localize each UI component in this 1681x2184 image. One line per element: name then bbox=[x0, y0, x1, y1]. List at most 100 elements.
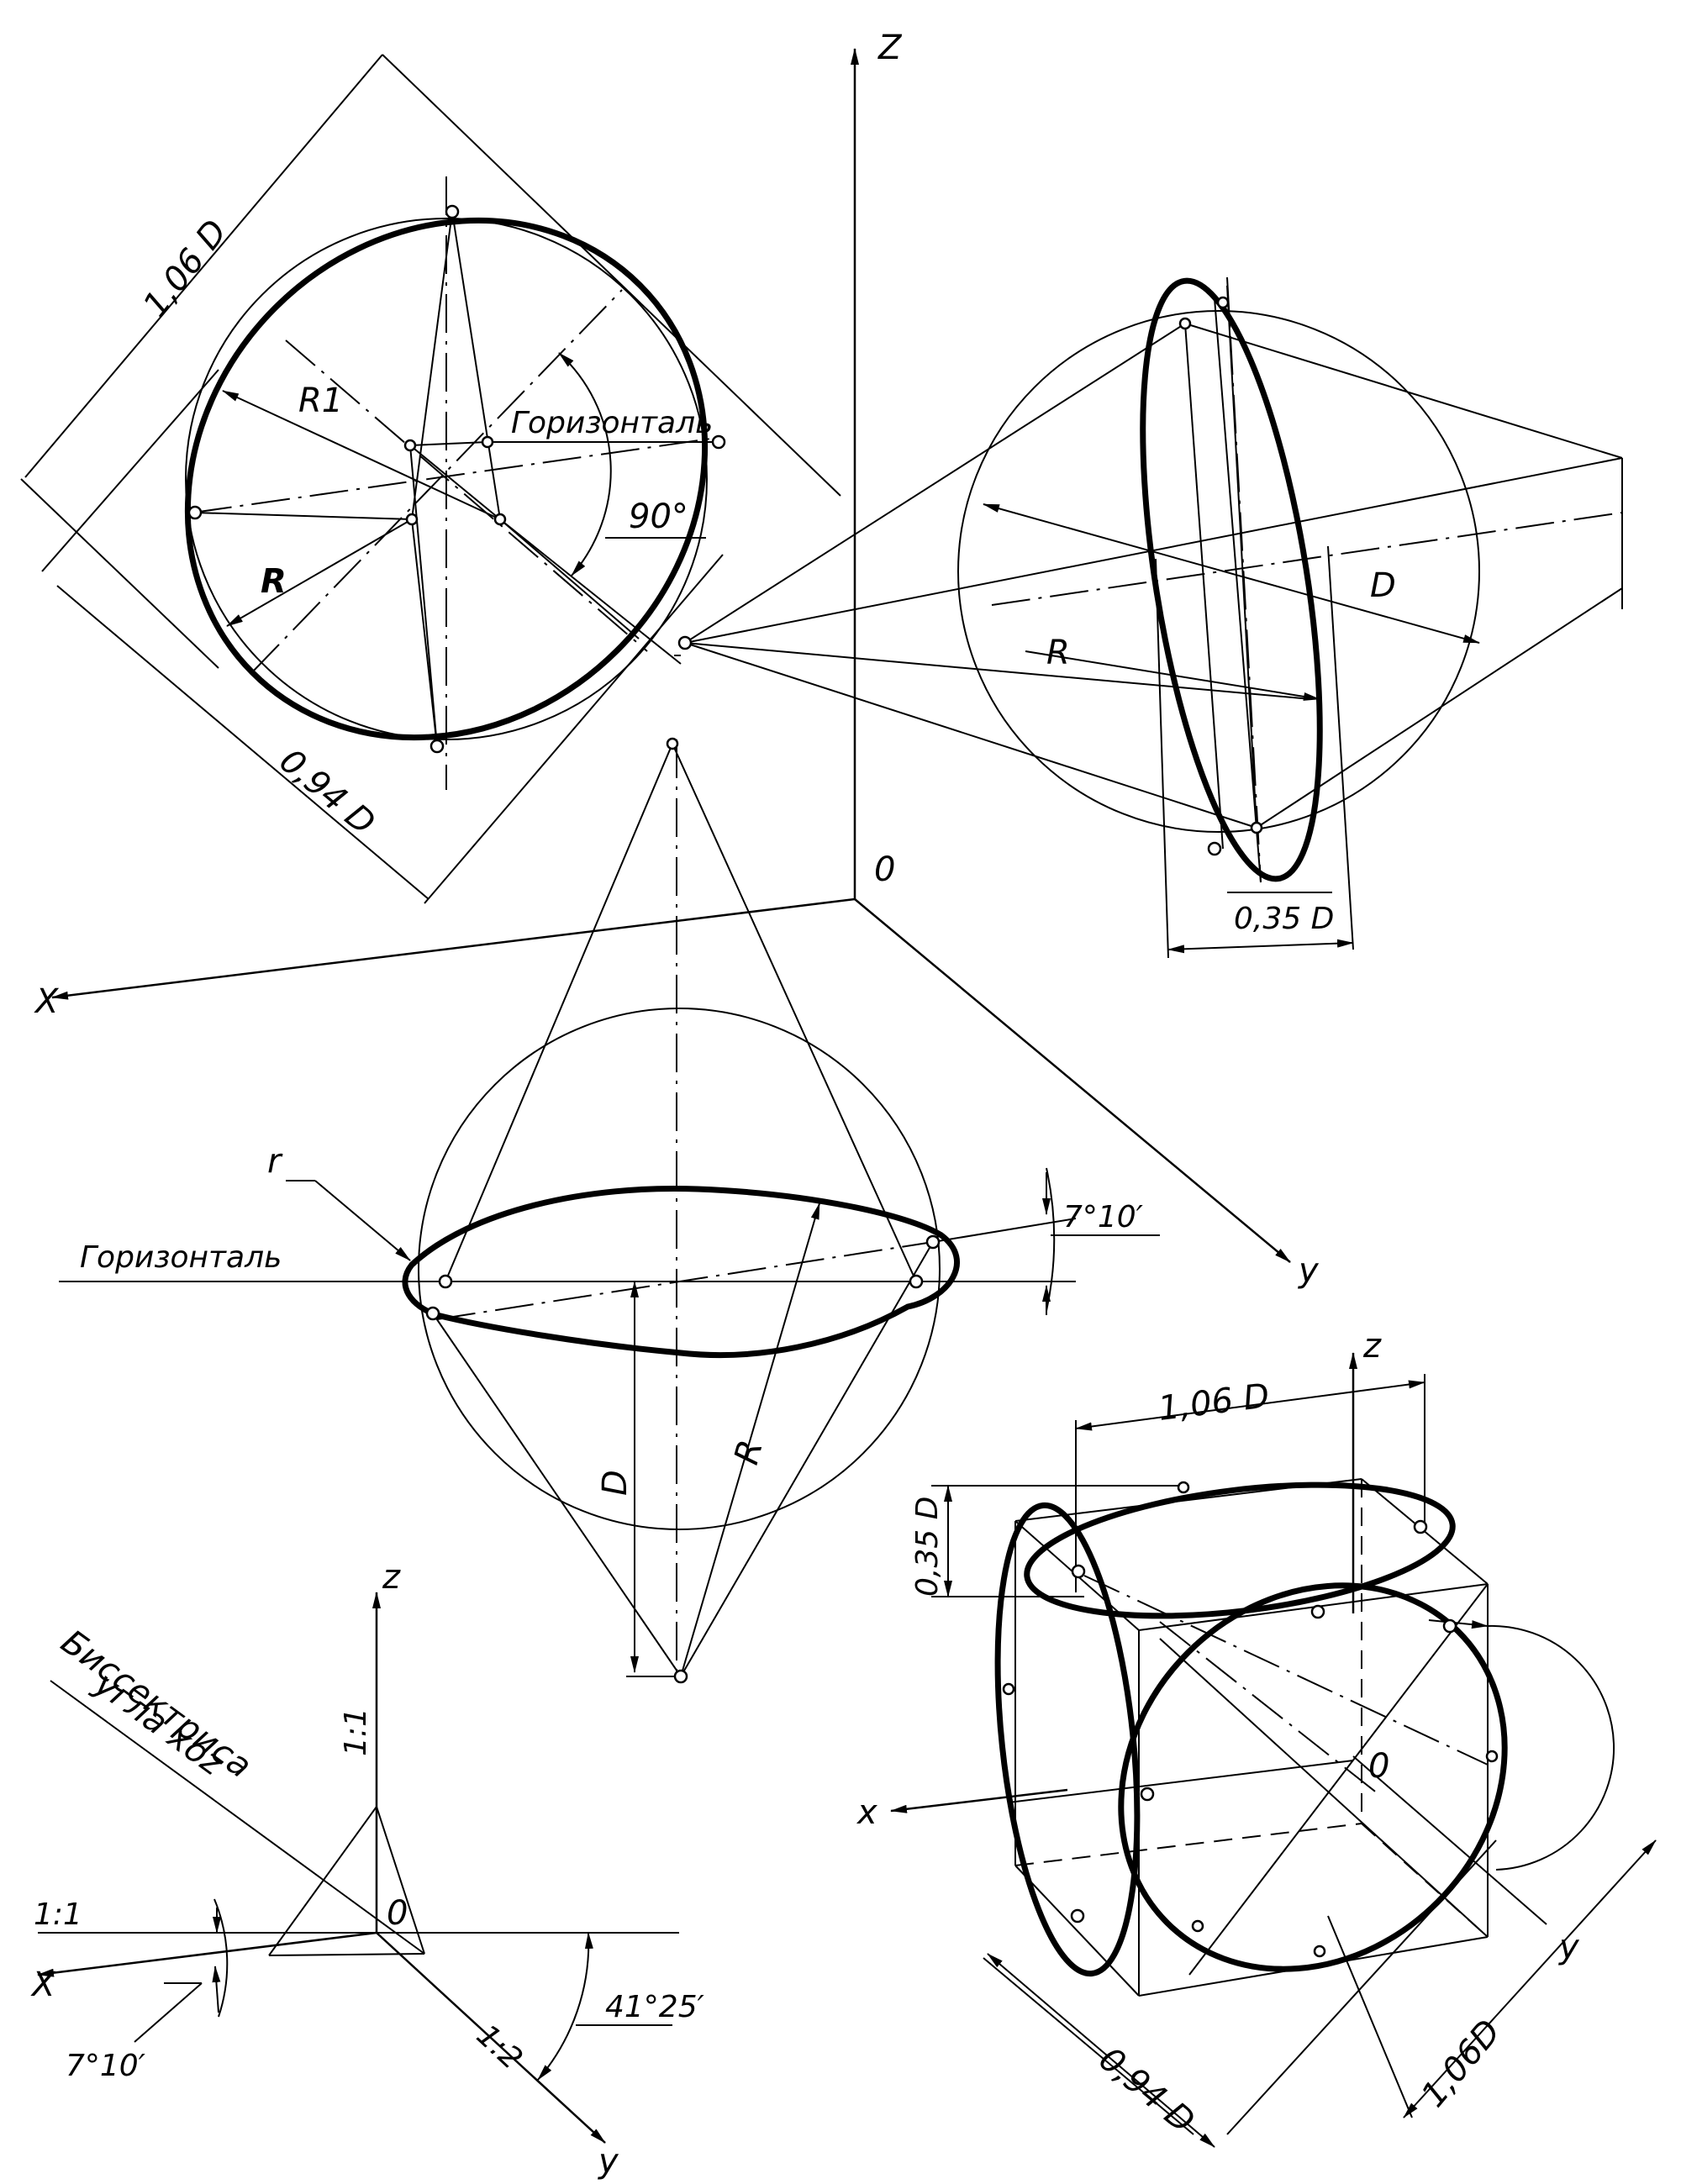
point bbox=[481, 435, 494, 449]
horizontal-centerline bbox=[192, 436, 724, 513]
point bbox=[1485, 1750, 1499, 1763]
point bbox=[425, 1306, 440, 1321]
point bbox=[429, 739, 445, 754]
label-gorizontal-top: Горизонталь bbox=[511, 406, 713, 440]
construction-line bbox=[684, 323, 1186, 644]
bisector-line bbox=[50, 1680, 425, 1955]
tilt-extension bbox=[932, 1218, 1077, 1243]
diag-line bbox=[1083, 1575, 1489, 1766]
label-90deg: 90° bbox=[629, 497, 688, 536]
point bbox=[1207, 841, 1222, 856]
dim-line-106D-right bbox=[1403, 1839, 1657, 2118]
ratio-11-x: 1:1 bbox=[34, 1897, 82, 1932]
dim-line-D bbox=[983, 503, 1480, 644]
point bbox=[1070, 1908, 1085, 1923]
label-710-mid: 7°10′ bbox=[1063, 1200, 1143, 1234]
construction-line bbox=[411, 211, 453, 520]
cube-106D-right-label: 1,06D bbox=[1414, 2013, 1508, 2114]
main-x-label: X bbox=[34, 982, 60, 1021]
ext-line bbox=[1155, 558, 1169, 959]
cube-y-label: y bbox=[1558, 1928, 1580, 1966]
frame-line bbox=[382, 54, 841, 497]
top-left-ellipse-construction: 1,06 D 0,94 D R1 R Горизонталь 90° bbox=[20, 54, 841, 904]
arc-arrow bbox=[1428, 1619, 1489, 1629]
point bbox=[1442, 1618, 1457, 1634]
point bbox=[1413, 1519, 1428, 1534]
construction-line bbox=[684, 457, 1623, 644]
diag-line bbox=[1159, 1621, 1379, 1795]
cube-x-label: x bbox=[856, 1793, 877, 1832]
point bbox=[403, 439, 417, 452]
point bbox=[1177, 1481, 1190, 1494]
small-x-label: X bbox=[30, 1966, 56, 2004]
construction-line bbox=[376, 1806, 425, 1955]
top-right-ellipse-construction: D R 0,35 D bbox=[677, 276, 1623, 959]
point bbox=[1002, 1682, 1015, 1696]
cube-x-line bbox=[1008, 1760, 1354, 1803]
label-D-right: D bbox=[1370, 566, 1396, 605]
point bbox=[1178, 317, 1192, 330]
dim-line-094D bbox=[56, 585, 429, 900]
construction-line bbox=[680, 1241, 934, 1677]
diag-line bbox=[1188, 1583, 1489, 1976]
label-R1: R1 bbox=[298, 382, 343, 420]
leader-710 bbox=[134, 1982, 203, 2043]
construction-line bbox=[432, 1313, 682, 1677]
leader-r-arrow bbox=[314, 1180, 411, 1261]
cube-origin-label: 0 bbox=[1368, 1747, 1389, 1786]
ellipse-outline bbox=[402, 1186, 960, 1359]
dim-line-106D bbox=[24, 54, 383, 478]
main-axes: Z 0 X y bbox=[34, 29, 1320, 1290]
label-R: R bbox=[261, 562, 287, 601]
point bbox=[187, 505, 203, 520]
construction-line bbox=[684, 642, 1257, 829]
point bbox=[445, 204, 460, 219]
construction-line bbox=[499, 518, 640, 639]
main-x-axis bbox=[51, 897, 856, 1000]
major-axis-line bbox=[251, 289, 623, 673]
point bbox=[1216, 296, 1230, 309]
construction-line bbox=[268, 1806, 377, 1956]
construction-line bbox=[409, 445, 501, 520]
label-035D-right: 0,35 D bbox=[1234, 902, 1334, 936]
angle-4125-arc bbox=[537, 1932, 593, 2081]
small-origin-label: 0 bbox=[387, 1894, 408, 1933]
angle-710-small-arc bbox=[213, 1898, 229, 2018]
frame-line bbox=[41, 369, 219, 572]
minor-axis-line bbox=[285, 339, 648, 652]
angle-arrow bbox=[212, 1966, 221, 2013]
ext-line bbox=[1327, 545, 1354, 950]
cube-z-label: z bbox=[1362, 1327, 1382, 1366]
radius-R-line bbox=[226, 518, 413, 627]
small-y-label: y bbox=[598, 2142, 619, 2181]
radius-R-right bbox=[1025, 650, 1320, 701]
point bbox=[1250, 821, 1263, 834]
point bbox=[493, 513, 507, 526]
dim-line-035D bbox=[1167, 939, 1354, 954]
point bbox=[673, 1669, 688, 1684]
reference-circle bbox=[418, 1008, 941, 1530]
reference-circle bbox=[957, 310, 1480, 833]
point bbox=[711, 434, 726, 450]
cube-106D-top-label: 1,06 D bbox=[1157, 1376, 1272, 1429]
construction-line bbox=[672, 743, 917, 1282]
label-gorizontal-mid: Горизонталь bbox=[80, 1240, 282, 1275]
point bbox=[925, 1234, 941, 1250]
dim-line-106D-top bbox=[1075, 1380, 1425, 1431]
construction-line bbox=[451, 211, 501, 520]
point bbox=[1140, 1787, 1155, 1802]
diag-line bbox=[1159, 1638, 1489, 1938]
main-y-label: y bbox=[1298, 1251, 1320, 1290]
point bbox=[1071, 1564, 1086, 1579]
construction-line bbox=[1256, 587, 1623, 829]
frame-line bbox=[424, 554, 724, 904]
point bbox=[666, 737, 679, 750]
middle-ellipse-construction: r Горизонталь 7°10′ D R bbox=[59, 737, 1160, 1684]
angle-710-arc bbox=[1046, 1167, 1056, 1312]
label-R-right: R bbox=[1046, 634, 1070, 672]
cube-edge bbox=[1014, 1865, 1140, 1997]
ratio-11-vertical: 1:1 bbox=[339, 1708, 373, 1756]
radius-R1-line bbox=[222, 390, 501, 520]
dim-line-094D bbox=[987, 1953, 1215, 2148]
